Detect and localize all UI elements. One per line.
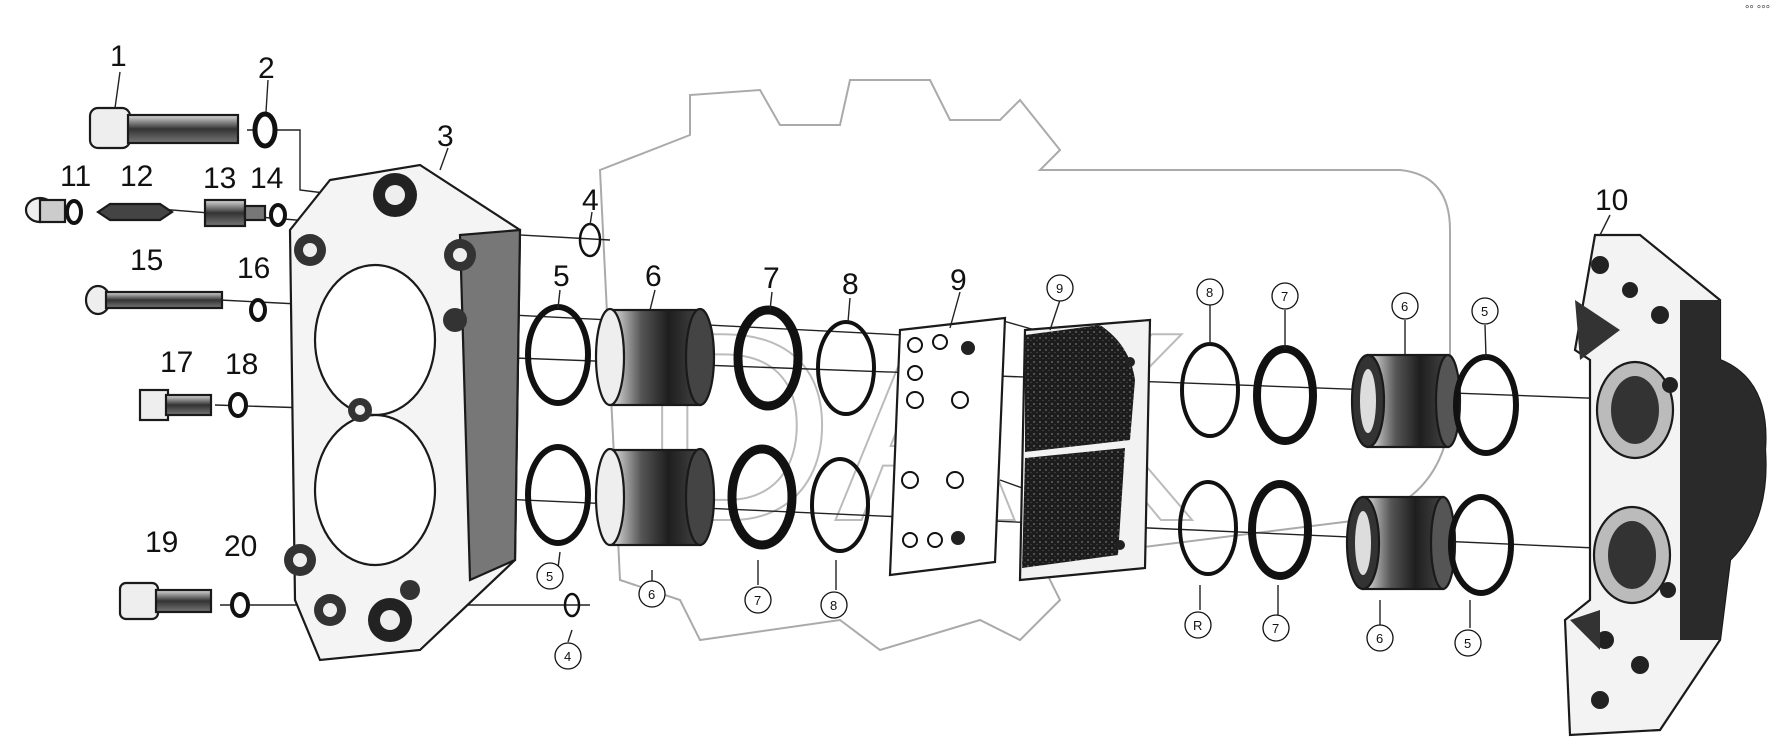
label-8: 8 — [842, 268, 859, 301]
label-16: 16 — [237, 252, 270, 285]
part-6-piston-lower-left — [594, 447, 716, 547]
circled-label-9: 9 — [1056, 281, 1063, 296]
part-11-14-bleeder-assembly — [24, 196, 287, 228]
circled-label-6-lower: 6 — [648, 587, 655, 602]
part-7-seal-upper-right — [1253, 345, 1317, 445]
label-20: 20 — [224, 530, 257, 563]
circled-label-5-lower-right: 5 — [1464, 636, 1471, 651]
part-6-piston-lower-right — [1345, 495, 1457, 591]
part-8-ring-upper-left — [816, 320, 876, 416]
label-2: 2 — [258, 52, 275, 85]
part-1-bolt — [88, 106, 240, 150]
circled-label-5-lower: 5 — [546, 569, 553, 584]
part-10-caliper-housing — [1563, 233, 1767, 737]
label-18: 18 — [225, 348, 258, 381]
part-15-long-bolt — [84, 284, 224, 316]
part-5-ring-upper-left — [525, 304, 591, 406]
circled-label-8-lower: 8 — [830, 598, 837, 613]
part-5-ring-upper-right — [1453, 354, 1519, 456]
circled-labels: 9 8 7 6 5 5 6 7 8 4 R 7 6 5 — [536, 274, 1499, 670]
label-13: 13 — [203, 162, 236, 195]
corner-mark: °° °°° — [1744, 4, 1770, 16]
part-2-washer — [252, 111, 278, 149]
circled-label-8-upper: 8 — [1206, 285, 1213, 300]
part-7-seal-lower-left — [727, 444, 797, 550]
circled-label-6-lower-right: 6 — [1376, 631, 1383, 646]
label-14: 14 — [250, 162, 283, 195]
circled-label-7-lower-right: 7 — [1272, 621, 1279, 636]
part-8-ring-lower-right — [1178, 480, 1238, 576]
label-4: 4 — [582, 184, 599, 217]
part-19-bolt — [118, 581, 213, 621]
part-17-bolt — [138, 388, 213, 422]
circled-label-8-lower-right: R — [1193, 618, 1202, 633]
circled-label-5-upper: 5 — [1481, 304, 1488, 319]
part-20-washer — [230, 592, 250, 618]
label-1: 1 — [110, 40, 127, 73]
label-3: 3 — [437, 120, 454, 153]
part-7-seal-lower-right — [1248, 480, 1312, 580]
part-6-piston-upper-right — [1350, 353, 1462, 449]
label-15: 15 — [130, 244, 163, 277]
label-5: 5 — [553, 260, 570, 293]
part-9-brake-pad — [1018, 318, 1152, 582]
part-8-ring-lower-left — [810, 457, 870, 553]
circled-label-7-upper: 7 — [1281, 289, 1288, 304]
part-4-ring-bottom — [563, 592, 581, 618]
label-12: 12 — [120, 160, 153, 193]
part-6-piston-upper-left — [594, 307, 716, 407]
part-9-back-plate — [888, 316, 1007, 577]
label-6: 6 — [645, 260, 662, 293]
label-11: 11 — [60, 160, 91, 193]
part-number-labels: 1 2 3 4 5 6 7 8 9 10 11 12 13 14 15 16 1… — [60, 40, 1628, 563]
label-10: 10 — [1595, 184, 1628, 217]
label-9: 9 — [950, 264, 967, 297]
circled-label-7-lower: 7 — [754, 593, 761, 608]
label-ticks — [114, 71, 1611, 643]
part-3-caliper-housing — [284, 163, 522, 662]
part-5-ring-lower-left — [525, 444, 591, 546]
circled-label-4-lower: 4 — [564, 649, 571, 664]
part-7-seal-upper-left — [733, 305, 803, 411]
part-4-ring-top — [578, 222, 602, 258]
label-19: 19 — [145, 526, 178, 559]
label-17: 17 — [160, 346, 193, 379]
label-7: 7 — [763, 262, 780, 295]
circled-label-6-upper: 6 — [1401, 299, 1408, 314]
part-16-washer — [249, 298, 267, 322]
part-5-ring-lower-right — [1448, 494, 1514, 596]
part-18-washer — [228, 392, 248, 418]
